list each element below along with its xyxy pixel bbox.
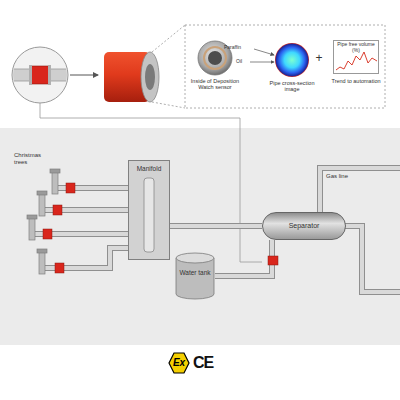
pointer-arrow bbox=[254, 49, 274, 55]
plus-sign: + bbox=[312, 52, 326, 65]
ex-mark: Ex bbox=[168, 352, 190, 374]
sensor-symbols bbox=[43, 183, 75, 273]
tree-stem bbox=[39, 194, 45, 216]
sensor-flange bbox=[48, 65, 51, 85]
material-label: Oil bbox=[236, 59, 250, 65]
sensor-flange bbox=[29, 65, 32, 85]
pipe-connector bbox=[170, 226, 262, 227]
tree-cap bbox=[27, 215, 37, 219]
pipe bbox=[320, 168, 400, 214]
manifold-header bbox=[144, 178, 154, 252]
separator-vessel: Separator bbox=[262, 212, 346, 240]
chart-title: Pipe free volume (%) bbox=[334, 42, 378, 53]
water-tank: Water tank bbox=[175, 252, 215, 300]
callout-line bbox=[152, 102, 185, 108]
tree-stem bbox=[39, 252, 45, 274]
pipe-outline bbox=[170, 223, 262, 229]
sensor-flange bbox=[141, 52, 159, 102]
tree-cap bbox=[37, 249, 47, 253]
christmas-tree-symbols bbox=[27, 169, 60, 274]
sensor-symbol bbox=[53, 205, 62, 215]
process-panel bbox=[0, 128, 400, 345]
hexagon-shape bbox=[169, 353, 189, 373]
pipe bbox=[344, 226, 400, 292]
tank-body bbox=[176, 258, 214, 299]
image-caption: Inside of Deposition Watch sensor bbox=[190, 78, 240, 90]
pipe bbox=[320, 168, 400, 214]
callout-line bbox=[152, 25, 185, 52]
pipe-connector bbox=[215, 240, 272, 276]
sensor-symbol bbox=[43, 229, 52, 239]
photo-ring bbox=[204, 47, 226, 69]
ce-mark: CE bbox=[193, 354, 223, 372]
sensor-symbol bbox=[55, 263, 64, 273]
pipe-fill bbox=[215, 240, 272, 276]
tree-stem bbox=[29, 218, 35, 240]
sensor-symbol bbox=[66, 183, 75, 193]
pipe-fill bbox=[170, 224, 262, 228]
image-caption: Pipe cross-section image bbox=[266, 80, 318, 92]
node-title: Manifold bbox=[129, 165, 169, 172]
manifold-box: Manifold bbox=[128, 160, 170, 260]
pipe-label: Gas line bbox=[326, 173, 350, 180]
tree-stem bbox=[52, 172, 58, 194]
sensor-symbol bbox=[268, 256, 278, 265]
group-label: Christmas trees bbox=[14, 152, 52, 165]
pipe-outline bbox=[215, 240, 272, 276]
chart-box: Pipe free volume (%)Trend to automation bbox=[333, 40, 379, 74]
pipe-fill bbox=[32, 168, 400, 292]
chart-caption: Trend to automation bbox=[330, 78, 382, 84]
cross-section-image bbox=[275, 43, 309, 77]
sensor-bore bbox=[145, 64, 155, 90]
tank-top bbox=[176, 253, 214, 263]
node-title: Water tank bbox=[177, 269, 213, 276]
tree-cap bbox=[50, 169, 60, 173]
tree-cap bbox=[37, 191, 47, 195]
leader-line bbox=[40, 103, 262, 262]
sensor-symbol bbox=[31, 66, 49, 84]
photo-bore bbox=[208, 51, 222, 65]
pipe bbox=[344, 226, 400, 292]
pipe-outline bbox=[32, 168, 400, 292]
ex-text: Ex bbox=[168, 357, 190, 368]
callout-box bbox=[185, 25, 385, 108]
node-title: Separator bbox=[263, 222, 345, 229]
pointer-arrow bbox=[250, 62, 274, 63]
zoom-arrow bbox=[70, 75, 98, 76]
material-label: Paraffin bbox=[224, 45, 254, 51]
inset-pipe bbox=[10, 65, 70, 85]
trend-line bbox=[336, 52, 377, 70]
